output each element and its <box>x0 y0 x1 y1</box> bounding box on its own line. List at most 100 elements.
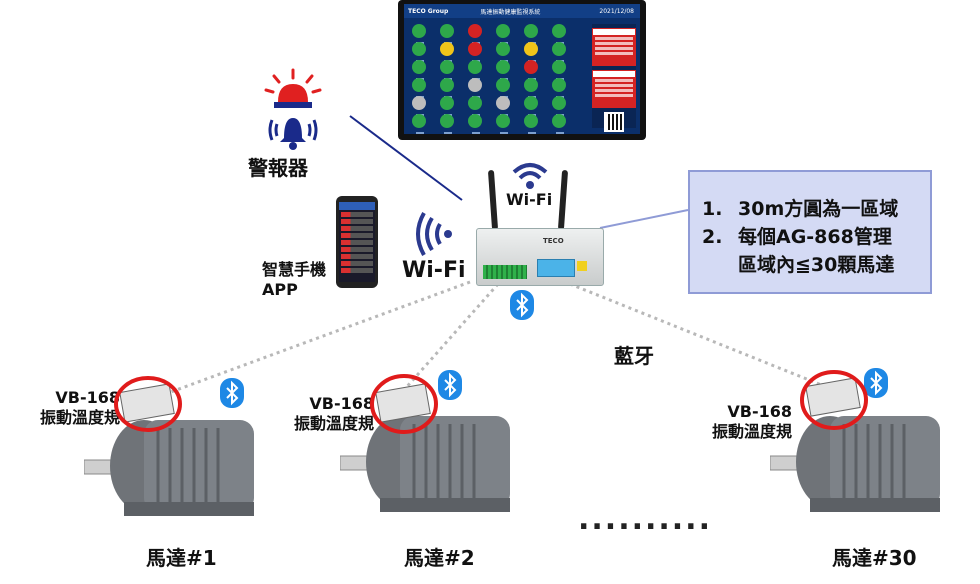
sensor-model: VB-168 <box>727 402 792 421</box>
motor-status-indicator <box>524 96 538 116</box>
dashboard-logo: TECO Group <box>408 7 449 15</box>
motor-status-indicator <box>496 114 510 134</box>
wifi-signal-icon <box>416 212 452 256</box>
callout-item-text: 30m方圓為一區域 <box>738 198 899 220</box>
bluetooth-icon <box>510 290 534 320</box>
monitor-display: TECO Group 馬達振動健康監視系統 2021/12/08 <box>398 0 646 140</box>
motor-status-indicator <box>440 96 454 116</box>
motor-status-indicator <box>440 42 454 62</box>
more-motors-ellipsis: .......... <box>578 502 712 537</box>
motor-status-indicator <box>468 24 482 44</box>
gateway-led <box>577 261 587 271</box>
alarm-bell-icon <box>264 68 322 150</box>
callout-item-3: 區域內≦30顆馬達 <box>702 250 894 277</box>
motor-status-indicator <box>440 24 454 44</box>
sensor-type: 振動溫度規 <box>711 422 792 441</box>
motor-label-2: 馬達#2 <box>404 546 475 570</box>
gateway-panel <box>537 259 575 277</box>
motor-label-30: 馬達#30 <box>832 546 917 570</box>
motor-status-indicator <box>440 114 454 134</box>
ag-868-gateway: TECO <box>476 220 604 286</box>
motor-status-indicator <box>496 42 510 62</box>
motor-status-indicator <box>524 114 538 134</box>
motor-status-grid <box>412 24 574 134</box>
motor-status-indicator <box>412 24 426 44</box>
sensor-model: VB-168 <box>309 394 374 413</box>
alarm-card <box>592 70 636 108</box>
dashboard-date: 2021/12/08 <box>599 7 634 15</box>
motor-status-indicator <box>468 96 482 116</box>
motor-status-indicator <box>552 24 566 44</box>
motor-status-indicator <box>496 78 510 98</box>
motor-status-indicator <box>524 78 538 98</box>
alarm-card <box>592 28 636 66</box>
motor-30 <box>770 370 940 512</box>
phone-label-line1: 智慧手機 <box>262 260 327 279</box>
phone-app-screen <box>339 202 375 282</box>
motor-status-indicator <box>496 96 510 116</box>
motor-1 <box>84 376 254 516</box>
motor-status-indicator <box>552 60 566 80</box>
motor-status-indicator <box>524 60 538 80</box>
callout-item-text: 區域內≦30顆馬達 <box>738 254 895 276</box>
motor-status-indicator <box>524 24 538 44</box>
motor-label-1: 馬達#1 <box>146 546 217 570</box>
sensor-label-motor-30: VB-168 振動溫度規 <box>700 402 792 442</box>
bluetooth-icon <box>864 368 888 398</box>
callout-pointer <box>599 209 689 229</box>
motor-status-indicator <box>552 96 566 116</box>
motor-2 <box>340 374 510 512</box>
motor-status-indicator <box>412 78 426 98</box>
phone-app-label: 智慧手機 APP <box>262 260 326 300</box>
sensor-label-motor-1: VB-168 振動溫度規 <box>28 388 120 428</box>
wifi-label-top: Wi-Fi <box>506 190 553 209</box>
motor-status-indicator <box>468 78 482 98</box>
gateway-brand: TECO <box>543 237 564 245</box>
callout-item-text: 每個AG-868管理 <box>738 226 892 248</box>
motor-status-indicator <box>524 42 538 62</box>
gateway-terminal-block <box>483 265 527 279</box>
motor-status-indicator <box>552 114 566 134</box>
callout-item-1: 1. 30m方圓為一區域 <box>702 194 898 221</box>
wifi-label-left: Wi-Fi <box>402 258 466 283</box>
callout-item-2: 2. 每個AG-868管理 <box>702 222 892 249</box>
bt-link-motor-30 <box>569 282 835 392</box>
motor-status-indicator <box>412 114 426 134</box>
motor-status-indicator <box>552 78 566 98</box>
motor-status-indicator <box>496 24 510 44</box>
motor-status-indicator <box>552 42 566 62</box>
qr-code-icon <box>604 112 624 132</box>
bt-link-motor-1 <box>159 280 471 398</box>
bluetooth-icon <box>220 378 244 408</box>
alarm-label: 警報器 <box>248 156 308 180</box>
callout-item-number: 1. <box>702 198 723 220</box>
sensor-model: VB-168 <box>55 388 120 407</box>
sensor-type: 振動溫度規 <box>39 408 120 427</box>
bluetooth-label: 藍牙 <box>614 344 654 368</box>
motor-status-indicator <box>468 42 482 62</box>
motor-status-indicator <box>468 60 482 80</box>
motor-status-indicator <box>412 96 426 116</box>
wifi-icon <box>512 163 548 189</box>
callout-box: 1. 30m方圓為一區域 2. 每個AG-868管理 區域內≦30顆馬達 <box>688 170 932 294</box>
phone-label-line2: APP <box>262 280 298 299</box>
sensor-type: 振動溫度規 <box>293 414 374 433</box>
gateway-body: TECO <box>476 228 604 286</box>
motor-status-indicator <box>440 60 454 80</box>
motor-status-indicator <box>412 42 426 62</box>
dashboard-title: 馬達振動健康監視系統 <box>480 8 541 16</box>
motor-status-indicator <box>468 114 482 134</box>
dashboard-header: TECO Group 馬達振動健康監視系統 2021/12/08 <box>404 4 640 18</box>
motor-status-indicator <box>440 78 454 98</box>
motor-status-indicator <box>412 60 426 80</box>
sensor-label-motor-2: VB-168 振動溫度規 <box>282 394 374 434</box>
bt-link-motor-2 <box>402 283 500 391</box>
alarm-link <box>349 115 463 201</box>
callout-item-number: 2. <box>702 226 723 248</box>
alarm-panel <box>592 24 636 132</box>
dashboard-screen: TECO Group 馬達振動健康監視系統 2021/12/08 <box>404 4 640 134</box>
bluetooth-icon <box>438 370 462 400</box>
smartphone <box>336 196 378 288</box>
motor-status-indicator <box>496 60 510 80</box>
